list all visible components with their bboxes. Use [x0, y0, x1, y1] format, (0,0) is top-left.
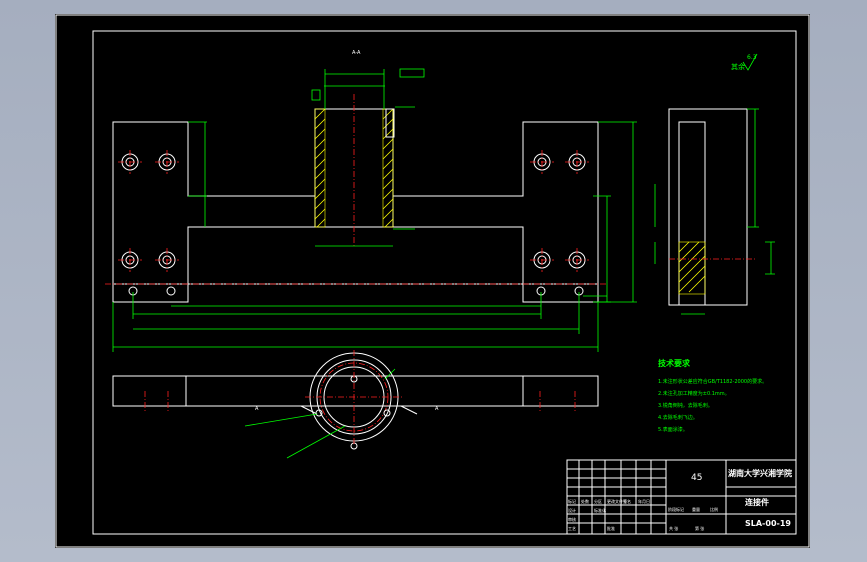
tb-label-6: 年月日	[638, 498, 650, 504]
tb-label-16: 第 张	[695, 525, 704, 531]
tb-label-15: 共 张	[669, 525, 678, 531]
material-text: 45	[691, 473, 702, 483]
side-view	[654, 108, 775, 315]
tech-item-1: 1.未注形状公差应符合GB/T1182-2000的要求。	[658, 378, 767, 385]
drawing-number-text: SLA-00-19	[745, 519, 791, 528]
tech-item-3: 3.锐角倒钝，去除毛刺。	[658, 402, 713, 409]
tb-label-9: 阶段标记	[668, 506, 684, 512]
hatch-left	[314, 108, 326, 228]
tb-label-8: 标准化	[594, 507, 606, 513]
roughness-symbol	[742, 53, 758, 71]
hatch-right	[382, 108, 394, 228]
tb-label-2: 处数	[581, 498, 589, 504]
tech-item-4: 4.去除毛刺飞边。	[658, 414, 698, 421]
tb-label-3: 分区	[594, 498, 602, 504]
tb-label-1: 标记	[568, 498, 576, 504]
tb-label-4: 更改文件号	[607, 498, 627, 504]
tech-title: 技术要求	[658, 358, 691, 368]
school-text: 湖南大学兴湘学院	[728, 468, 792, 478]
bottom-view: A A	[112, 350, 599, 459]
tech-item-2: 2.未注孔加工精度为±0.1mm。	[658, 390, 730, 397]
drawing-sheet: A-A	[55, 14, 810, 548]
roughness-value: 6.3	[747, 54, 757, 61]
tb-label-11: 比例	[710, 506, 718, 512]
roughness-note: 其余	[731, 62, 745, 71]
front-view	[105, 68, 637, 352]
tech-item-5: 5.表面涂漆。	[658, 426, 688, 433]
section-label-right: A	[435, 406, 439, 412]
tb-label-12: 审核	[568, 516, 576, 522]
title-block: 45 湖南大学兴湘学院 连接件 SLA-00-19 标记 处数 分区 更改文件号…	[566, 459, 797, 535]
tech-requirements: 技术要求 1.未注形状公差应符合GB/T1182-2000的要求。 2.未注孔加…	[658, 358, 767, 433]
tb-label-5: 签名	[623, 498, 631, 504]
datum-marker	[311, 89, 321, 101]
part-name-text: 连接件	[745, 497, 769, 507]
section-label-left: A	[255, 406, 259, 412]
section-label-top: A-A	[352, 50, 361, 56]
holes-right	[530, 150, 589, 296]
tb-label-13: 工艺	[568, 526, 576, 531]
outer-frame	[55, 14, 810, 548]
holes-left	[118, 150, 179, 296]
tb-label-7: 设计	[568, 507, 576, 513]
drawing-canvas: A-A	[55, 14, 810, 548]
tb-label-10: 重量	[692, 506, 700, 512]
inner-frame	[92, 30, 797, 535]
dimensions-front	[112, 68, 637, 352]
tb-label-14: 批准	[607, 525, 615, 531]
